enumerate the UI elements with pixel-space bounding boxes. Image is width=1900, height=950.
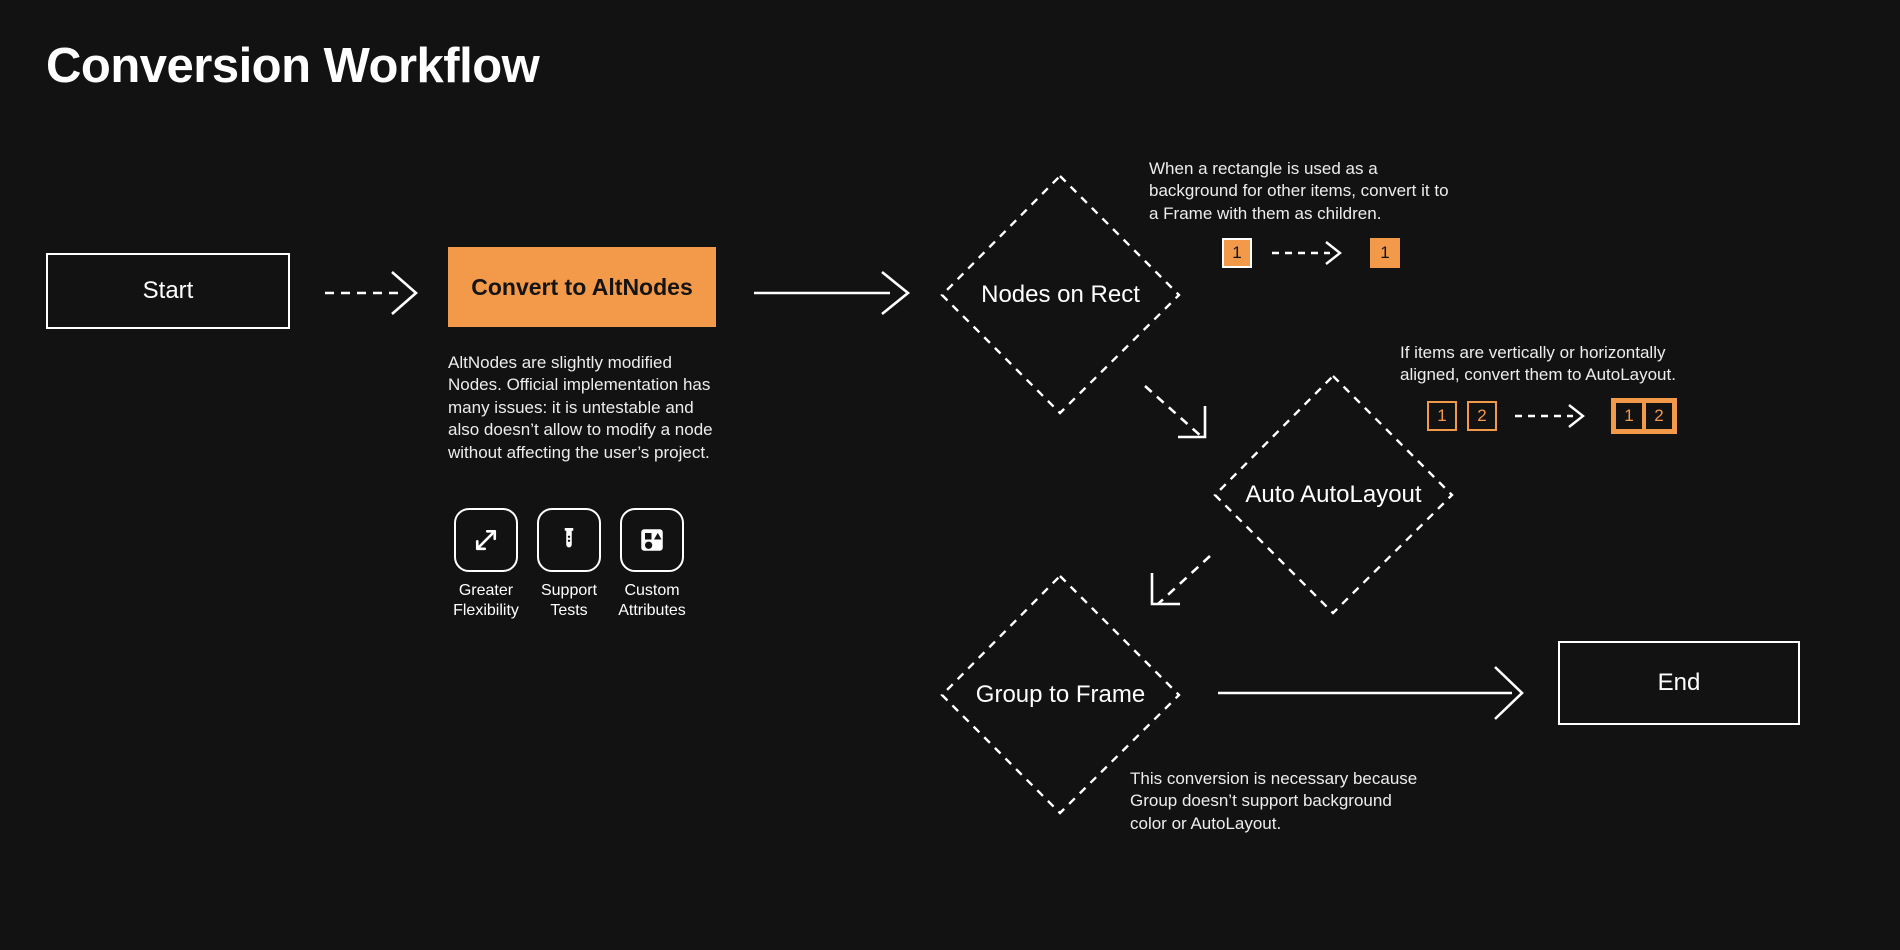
mini-arrow-icon [1272,241,1342,265]
connector-start-to-convert [325,271,418,315]
node-auto-autolayout-label: Auto AutoLayout [1245,480,1422,508]
node-end-label: End [1657,669,1701,696]
feature-label: Support Tests [540,582,598,619]
badge-after-2: 2 [1644,401,1674,431]
connector-grouptoframe-to-end [1218,666,1524,720]
badge-after-1: 1 [1370,238,1400,268]
page-title: Conversion Workflow [46,39,540,93]
feature-list: Greater Flexibility Support Tests [452,508,686,621]
feature-greater-flexibility[interactable]: Greater Flexibility [452,508,520,621]
annotation-group-to-frame: This conversion is necessary because Gro… [1130,769,1418,833]
feature-custom-attributes[interactable]: Custom Attributes [618,508,686,621]
expand-arrows-icon [454,508,518,572]
shapes-icon [620,508,684,572]
feature-label: Custom Attributes [618,582,686,619]
feature-support-tests[interactable]: Support Tests [535,508,603,621]
connector-convert-to-nodesonrect [754,270,911,316]
badge-group-frame: 1 2 [1611,398,1677,434]
node-convert-to-altnodes[interactable]: Convert to AltNodes [448,247,716,327]
node-nodes-on-rect[interactable]: Nodes on Rect [942,176,1179,413]
badge-row-auto-autolayout: 1 2 1 2 [1427,398,1677,434]
badge-after-1: 1 [1614,401,1644,431]
node-auto-autolayout[interactable]: Auto AutoLayout [1215,376,1452,613]
badge-before-2: 2 [1467,401,1497,431]
test-tube-icon [537,508,601,572]
node-end[interactable]: End [1558,641,1800,725]
node-group-to-frame-label: Group to Frame [975,680,1146,708]
node-start-label: Start [142,277,194,304]
badge-row-nodes-on-rect: 1 1 [1222,238,1400,268]
node-nodes-on-rect-label: Nodes on Rect [981,280,1140,308]
badge-before-1: 1 [1222,238,1252,268]
node-group-to-frame[interactable]: Group to Frame [942,576,1179,813]
node-start[interactable]: Start [46,253,290,329]
mini-arrow-icon [1515,404,1585,428]
annotation-altnodes: AltNodes are slightly modified Nodes. Of… [448,353,713,462]
annotation-auto-autolayout: If items are vertically or horizontally … [1400,343,1676,385]
badge-before-1: 1 [1427,401,1457,431]
annotation-nodes-on-rect: When a rectangle is used as a background… [1149,159,1449,223]
node-convert-label: Convert to AltNodes [471,273,693,300]
feature-label: Greater Flexibility [453,582,519,619]
